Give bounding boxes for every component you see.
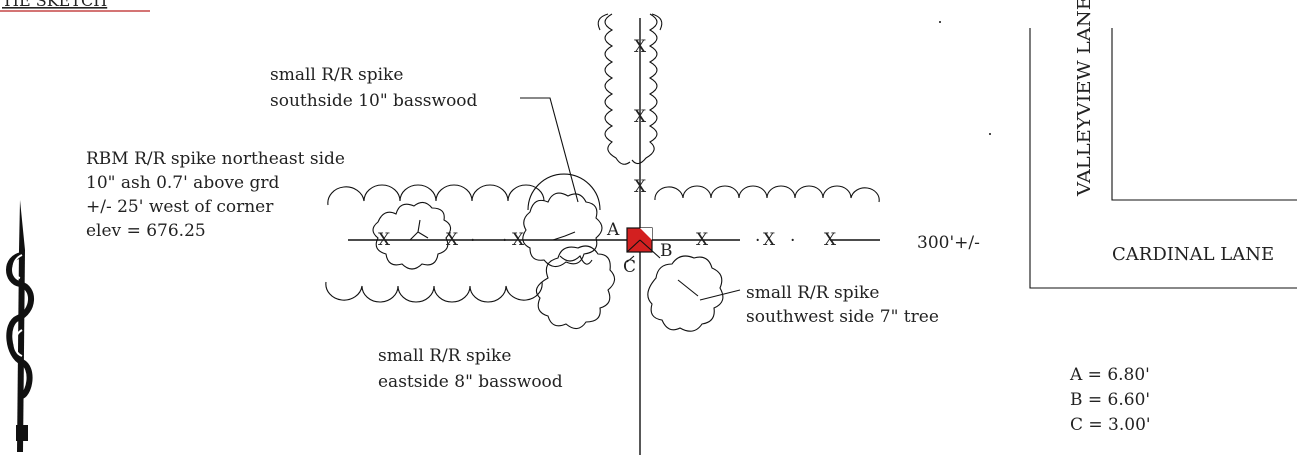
note-east-spike: small R/R spike eastside 8" basswood	[378, 346, 563, 392]
tie-c: C = 3.00'	[1070, 415, 1151, 435]
north-hedge	[604, 13, 658, 165]
fence-mark: X	[446, 230, 459, 250]
tie-a: A = 6.80'	[1069, 365, 1150, 385]
fence-mark: X	[763, 230, 776, 250]
svg-text:southside 10" basswood: southside 10" basswood	[270, 91, 478, 111]
hedge-row-north	[327, 184, 545, 206]
svg-text:southwest side 7" tree: southwest side 7" tree	[746, 307, 939, 327]
svg-text:+/- 25' west of corner: +/- 25' west of corner	[86, 197, 274, 217]
leader-south-spike	[520, 97, 579, 203]
corner-label-b: B	[660, 241, 673, 261]
road-label-valleyview: VALLEYVIEW LANE	[1074, 0, 1095, 197]
tree-south-of-corner	[535, 245, 616, 330]
tie-distances: A = 6.80' B = 6.60' C = 3.00'	[1069, 365, 1151, 435]
svg-text:·: ·	[502, 231, 507, 251]
tree-west	[372, 201, 452, 270]
leader-southwest-spike	[699, 289, 741, 301]
fence-mark: X	[378, 230, 391, 250]
svg-text:eastside 8" basswood: eastside 8" basswood	[378, 372, 563, 392]
fence-mark: X	[634, 107, 647, 127]
fence-mark: X	[512, 230, 525, 250]
svg-text:RBM R/R spike northeast side: RBM R/R spike northeast side	[86, 149, 345, 169]
hedge-row-east	[654, 185, 880, 203]
corner-marker	[626, 227, 661, 263]
svg-text:small R/R spike: small R/R spike	[378, 346, 511, 366]
hedge-row-south	[325, 281, 543, 303]
fence-mark: X	[634, 177, 647, 197]
corner-label-a: A	[606, 220, 620, 240]
svg-text:·: ·	[790, 231, 795, 251]
svg-text:small R/R spike: small R/R spike	[270, 65, 403, 85]
note-southwest-spike: small R/R spike southwest side 7" tree	[746, 283, 939, 327]
canopy-arc	[527, 173, 601, 211]
road-location-map: VALLEYVIEW LANE CARDINAL LANE	[1029, 0, 1297, 289]
tie-b: B = 6.60'	[1070, 390, 1150, 410]
svg-text:elev = 676.25: elev = 676.25	[86, 221, 206, 241]
fence-mark: X	[634, 37, 647, 57]
fence-mark: X	[696, 230, 709, 250]
tree-southeast-of-corner	[647, 255, 724, 332]
sketch-title: TIE SKETCH	[2, 0, 107, 10]
note-rbm: RBM R/R spike northeast side 10" ash 0.7…	[86, 149, 345, 241]
note-south-spike: small R/R spike southside 10" basswood	[270, 65, 478, 111]
road-label-cardinal: CARDINAL LANE	[1112, 244, 1274, 265]
fence-mark: X	[824, 230, 837, 250]
svg-text:·: ·	[470, 231, 475, 251]
north-arrow-icon	[6, 200, 34, 452]
corner-label-c: C	[623, 257, 636, 277]
distance-label: 300'+/-	[917, 233, 980, 253]
svg-text:·: ·	[755, 231, 760, 251]
svg-text:10" ash 0.7' above grd: 10" ash 0.7' above grd	[86, 173, 280, 193]
svg-text:small R/R spike: small R/R spike	[746, 283, 879, 303]
tree-northwest-of-corner	[522, 192, 603, 268]
